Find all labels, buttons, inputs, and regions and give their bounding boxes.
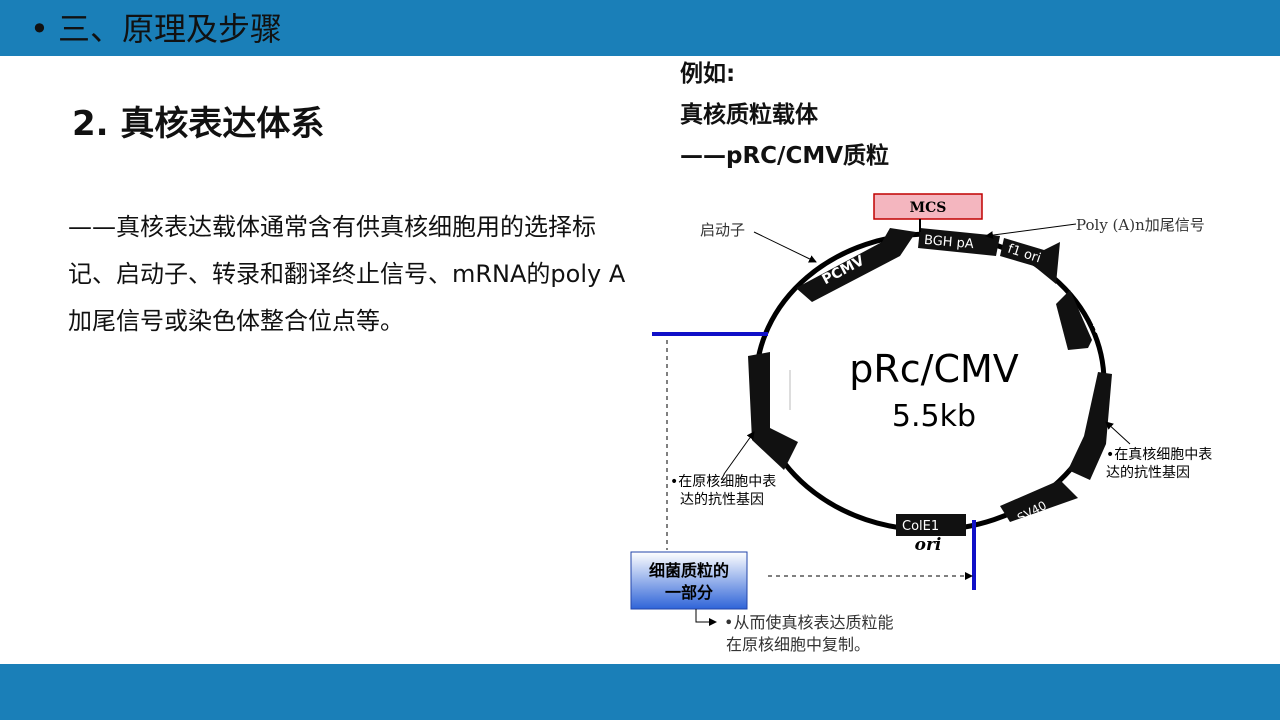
mcs-label: MCS xyxy=(910,200,947,216)
body-paragraph: ——真核表达载体通常含有供真核细胞用的选择标记、启动子、转录和翻译终止信号、mR… xyxy=(68,213,626,335)
example-block: 例如: 真核质粒载体 ——pRC/CMV质粒 xyxy=(680,54,889,177)
segment-cole1-label: ColE1 xyxy=(902,519,939,534)
polya-annotation: Poly (A)n加尾信号 xyxy=(1076,216,1205,234)
prokaryotic-resistance-line2: 达的抗性基因 xyxy=(680,491,764,508)
plasmid-name: pRc/CMV xyxy=(849,347,1019,391)
example-line-1: 例如: xyxy=(680,61,736,87)
segment-sv40-bottom: SV40 xyxy=(1000,480,1078,525)
plasmid-diagram: PCMV BGH pA f1 ori SV40 Neomycin SV40 Co… xyxy=(630,193,1212,654)
slide-heading: 2. 真核表达体系 xyxy=(72,104,325,144)
segment-bgh: BGH pA xyxy=(918,228,1000,256)
segment-pcmv: PCMV xyxy=(796,228,916,302)
bacterial-plasmid-box xyxy=(630,551,748,610)
segment-amp: Amp xyxy=(748,352,798,470)
prokaryotic-resistance-line1: •在原核细胞中表 xyxy=(670,474,776,490)
example-line-2: 真核质粒载体 xyxy=(680,102,818,128)
segment-bgh-label: BGH pA xyxy=(923,233,974,252)
segment-cole1: ColE1 xyxy=(896,514,966,536)
bottom-banner xyxy=(0,664,1280,720)
section-title-text: 三、原理及步骤 xyxy=(58,10,283,48)
bullet-marker: • xyxy=(30,10,49,48)
segment-f1: f1 ori xyxy=(1000,238,1060,284)
ori-label: ori xyxy=(915,535,942,555)
replicate-note-line2: 在原核细胞中复制。 xyxy=(726,635,870,654)
bacterial-plasmid-line1: 细菌质粒的 xyxy=(649,561,729,580)
bacterial-plasmid-line2: 一部分 xyxy=(665,583,713,602)
promoter-annotation: 启动子 xyxy=(700,221,745,239)
plasmid-size: 5.5kb xyxy=(892,399,976,434)
segment-amp-label: Amp xyxy=(774,394,789,424)
top-banner xyxy=(0,0,1280,56)
eukaryotic-resistance-line1: •在真核细胞中表 xyxy=(1106,447,1212,463)
mcs-box xyxy=(873,193,983,220)
example-line-3: ——pRC/CMV质粒 xyxy=(680,143,890,169)
replicate-note-line1: •从而使真核表达质粒能 xyxy=(724,613,893,632)
segment-neomycin: Neomycin xyxy=(1068,372,1146,480)
eukaryotic-resistance-line2: 达的抗性基因 xyxy=(1106,464,1190,481)
